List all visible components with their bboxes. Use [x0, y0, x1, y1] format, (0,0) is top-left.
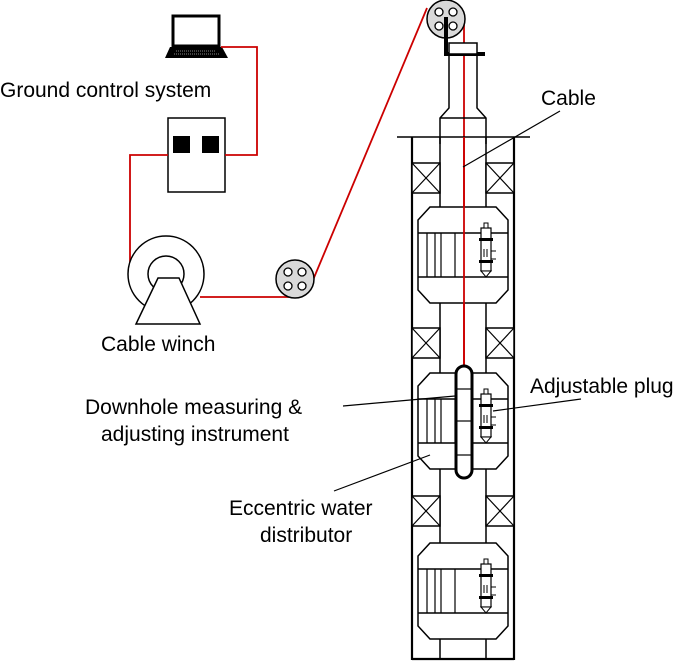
cable-winch: [127, 235, 205, 325]
distributor-3: [417, 542, 509, 640]
casing: [410, 137, 516, 661]
adjustable-plug-label: Adjustable plug: [530, 375, 674, 398]
laptop-icon: [165, 14, 228, 58]
ground-pulley: [275, 259, 315, 299]
wellhead: [439, 42, 487, 144]
cable-winch-label: Cable winch: [101, 333, 215, 356]
distributor-label-line2: distributor: [260, 524, 352, 547]
cable-label: Cable: [541, 87, 596, 110]
distributor-1: [417, 206, 509, 304]
downhole-label-line2: adjusting instrument: [101, 423, 289, 446]
downhole-label-line1: Downhole measuring &: [85, 396, 302, 419]
control-box: [167, 117, 226, 193]
distributor-label-line1: Eccentric water: [229, 497, 373, 520]
ground-control-label: Ground control system: [0, 79, 211, 102]
leader-lines: [333, 110, 582, 492]
downhole-instrument: [454, 364, 474, 480]
